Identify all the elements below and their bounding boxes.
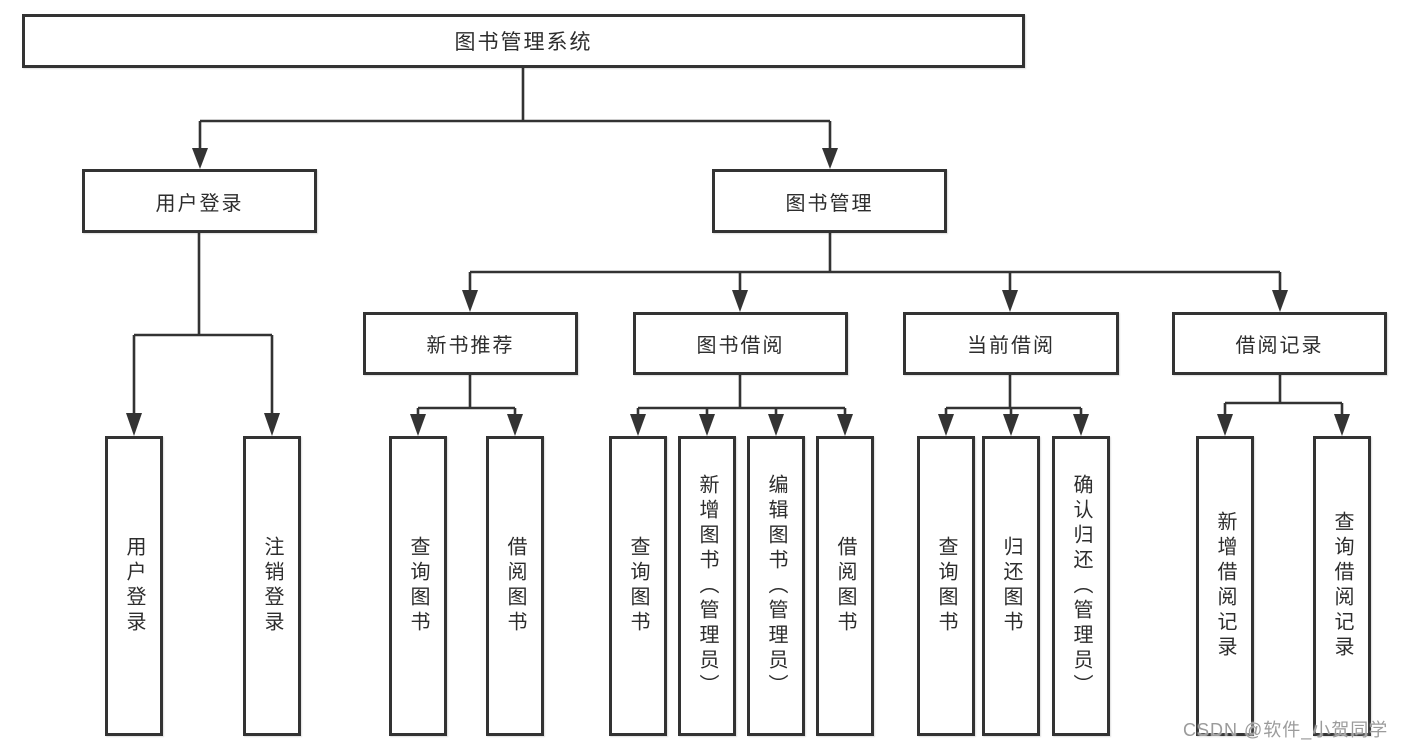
edge-root-to-level2: [198, 68, 832, 149]
edge-records-to-leaves: [1223, 375, 1344, 415]
arrowhead-down-icon: [630, 414, 646, 436]
node-book-borrowing: 图书借阅: [633, 312, 848, 375]
arrowhead-down-icon: [1003, 414, 1019, 436]
node-leaf-user-login: 用户登录: [105, 436, 163, 736]
arrowhead-down-icon: [732, 290, 748, 312]
arrowhead-down-icon: [264, 413, 280, 436]
arrowhead-down-icon: [410, 414, 426, 436]
node-leaf-logout: 注销登录: [243, 436, 301, 736]
node-leaf-query-books-borrowing: 查询图书: [609, 436, 667, 736]
arrowhead-down-icon: [507, 414, 523, 436]
arrowhead-down-icon: [126, 413, 142, 436]
node-leaf-borrow-books-recommend: 借阅图书: [486, 436, 544, 736]
edge-userlogin-to-leaves: [132, 233, 274, 414]
arrowhead-down-icon: [1073, 414, 1089, 436]
node-leaf-confirm-return-admin: 确认归还（管理员）: [1052, 436, 1110, 736]
node-leaf-return-books: 归还图书: [982, 436, 1040, 736]
node-leaf-add-books-admin: 新增图书（管理员）: [678, 436, 736, 736]
node-root-library-system: 图书管理系统: [22, 14, 1025, 68]
edge-bookmgmt-to-level3: [468, 233, 1282, 291]
arrowhead-down-icon: [1334, 414, 1350, 436]
arrowhead-down-icon: [938, 414, 954, 436]
arrowhead-down-icon: [192, 148, 208, 169]
node-leaf-edit-books-admin: 编辑图书（管理员）: [747, 436, 805, 736]
arrowhead-down-icon: [699, 414, 715, 436]
edge-current-to-leaves: [944, 375, 1083, 415]
edge-borrowing-to-leaves: [636, 375, 847, 415]
arrowhead-down-icon: [462, 290, 478, 312]
node-leaf-query-books-current: 查询图书: [917, 436, 975, 736]
node-current-borrowing: 当前借阅: [903, 312, 1119, 375]
edge-newbooks-to-leaves: [416, 375, 517, 415]
node-new-book-recommend: 新书推荐: [363, 312, 578, 375]
node-leaf-borrow-books-borrowing: 借阅图书: [816, 436, 874, 736]
node-book-management: 图书管理: [712, 169, 947, 233]
arrowhead-down-icon: [1002, 290, 1018, 312]
arrowhead-down-icon: [768, 414, 784, 436]
node-user-login: 用户登录: [82, 169, 317, 233]
arrowhead-down-icon: [837, 414, 853, 436]
node-borrow-records: 借阅记录: [1172, 312, 1387, 375]
csdn-watermark: CSDN @软件_小贺同学: [1183, 720, 1389, 740]
node-leaf-add-borrow-record: 新增借阅记录: [1196, 436, 1254, 736]
node-leaf-query-borrow-record: 查询借阅记录: [1313, 436, 1371, 736]
arrowhead-down-icon: [822, 148, 838, 169]
node-leaf-query-books-recommend: 查询图书: [389, 436, 447, 736]
arrowhead-down-icon: [1272, 290, 1288, 312]
arrowhead-down-icon: [1217, 414, 1233, 436]
